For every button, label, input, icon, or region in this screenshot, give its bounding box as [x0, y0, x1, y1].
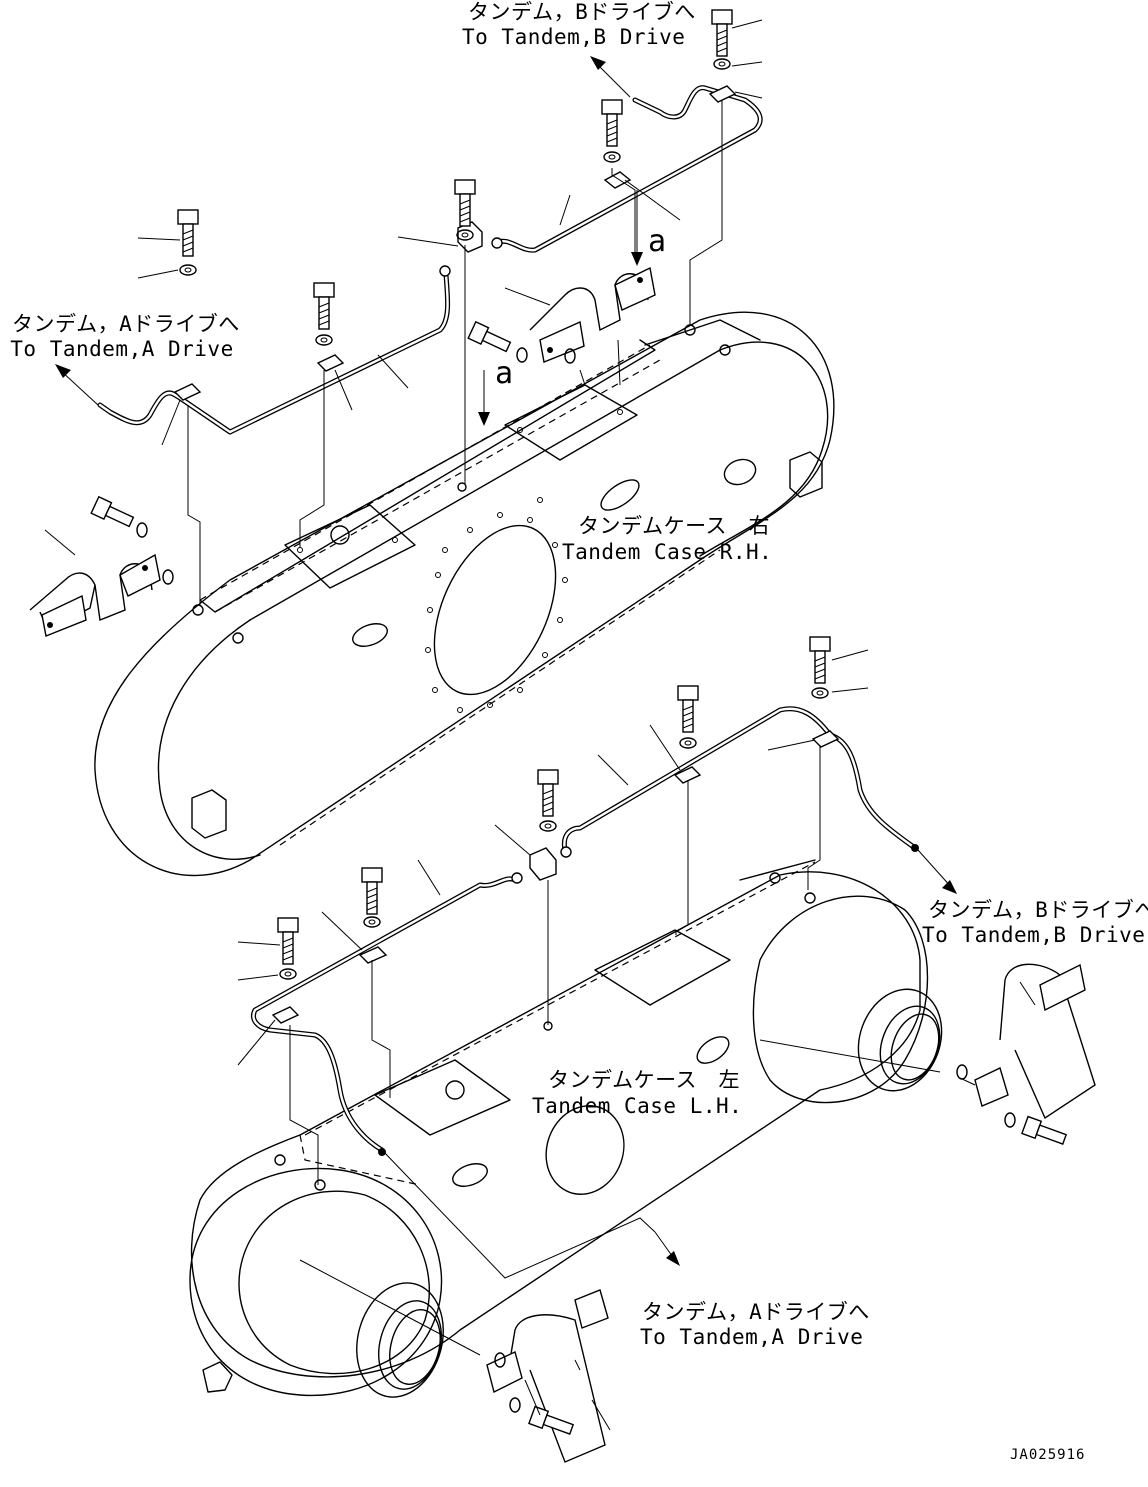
- case-rh-jp-label: タンデムケース 右: [578, 514, 771, 538]
- bolts: [90, 9, 1068, 1435]
- top-b-drive-jp-label: タンデム，Bドライブへ: [468, 0, 696, 24]
- guards: [29, 266, 1096, 1463]
- top-a-drive-en-label: To Tandem,A Drive: [10, 337, 234, 361]
- top-b-drive-en-label: To Tandem,B Drive: [462, 25, 686, 49]
- case-rh-en-label: Tandem Case R.H.: [562, 540, 773, 564]
- case-lh-en-label: Tandem Case L.H.: [532, 1094, 743, 1118]
- drawing-id-label: JA025916: [1010, 1447, 1086, 1463]
- case-lh-jp-label: タンデムケース 左: [548, 1068, 741, 1092]
- tandem-case-rh: [94, 311, 835, 877]
- detail-a-lower-label: a: [495, 356, 514, 391]
- direction-arrows: [55, 56, 957, 1266]
- alignment-lines: [187, 100, 976, 1416]
- detail-a-upper-label: a: [648, 224, 667, 259]
- pipes: [97, 85, 919, 1156]
- mid-b-drive-en-label: To Tandem,B Drive: [922, 923, 1146, 947]
- mid-b-drive-jp-label: タンデム，Bドライブへ: [928, 898, 1148, 922]
- leader-lines: [44, 19, 1036, 1431]
- tandem-case-lh: [189, 859, 943, 1398]
- bottom-a-drive-jp-label: タンデム，Aドライブへ: [642, 1300, 870, 1324]
- clamps: [173, 85, 840, 1024]
- bottom-a-drive-en-label: To Tandem,A Drive: [640, 1325, 864, 1349]
- top-a-drive-jp-label: タンデム，Aドライブへ: [12, 312, 240, 336]
